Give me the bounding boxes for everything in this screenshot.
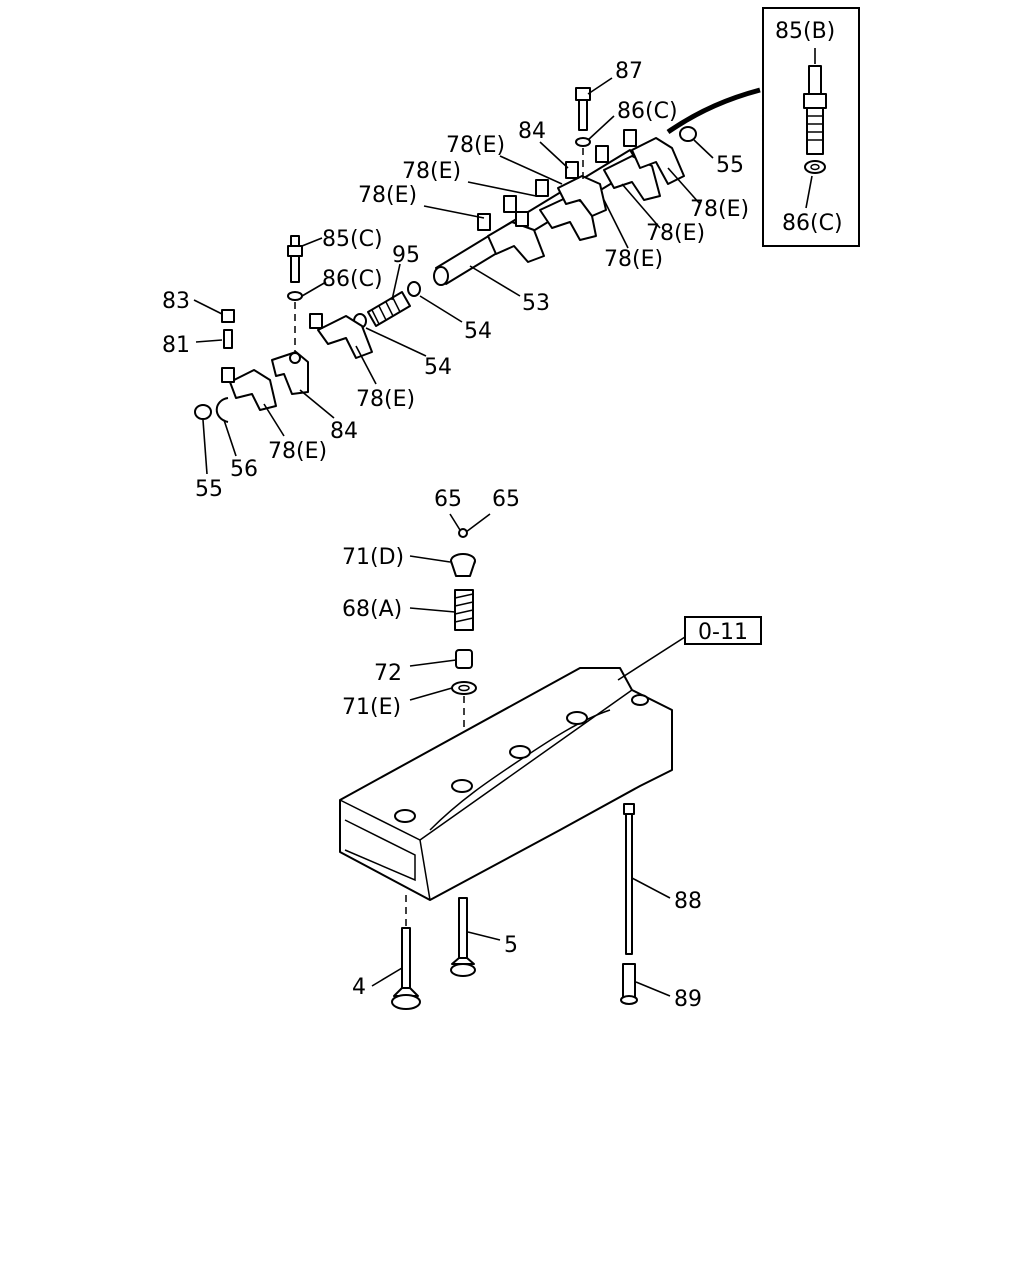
callout-86c-top: 86(C) <box>617 99 678 124</box>
callout-65-b: 65 <box>492 487 520 512</box>
cylinder-head <box>339 636 686 901</box>
inset-label-85b: 85(B) <box>775 19 835 44</box>
reference-box-label: 0-11 <box>698 620 748 645</box>
callout-86c-mid: 86(C) <box>322 267 383 292</box>
lower-parts <box>391 803 638 1010</box>
callout-65-a: 65 <box>434 487 462 512</box>
callout-95: 95 <box>392 243 420 268</box>
inset-label-86c: 86(C) <box>782 211 843 236</box>
callout-78e-b: 78(E) <box>402 159 461 184</box>
callout-55-right: 55 <box>716 153 744 178</box>
callout-78e-h: 78(E) <box>268 439 327 464</box>
leader-lines <box>193 77 714 997</box>
callout-55-left: 55 <box>195 477 223 502</box>
callout-68a: 68(A) <box>342 597 402 622</box>
callout-89: 89 <box>674 987 702 1012</box>
callout-labels: 87 86(C) 78(E) 84 78(E) 78(E) 55 78(E) 7… <box>162 19 843 1012</box>
callout-84-top: 84 <box>518 119 546 144</box>
callout-88: 88 <box>674 889 702 914</box>
callout-78e-f: 78(E) <box>604 247 663 272</box>
callout-54-a: 54 <box>464 319 492 344</box>
callout-78e-c: 78(E) <box>358 183 417 208</box>
callout-78e-e: 78(E) <box>646 221 705 246</box>
valve-spring-stack <box>450 528 477 780</box>
callout-53: 53 <box>522 291 550 316</box>
callout-78e-a: 78(E) <box>446 133 505 158</box>
callout-4: 4 <box>352 975 366 1000</box>
reference-box: 0-11 <box>684 616 762 645</box>
callout-87: 87 <box>615 59 643 84</box>
callout-85c: 85(C) <box>322 227 383 252</box>
callout-56: 56 <box>230 457 258 482</box>
callout-71d: 71(D) <box>342 545 404 570</box>
callout-84-low: 84 <box>330 419 358 444</box>
callout-81: 81 <box>162 333 190 358</box>
callout-72: 72 <box>374 661 402 686</box>
spring-95 <box>367 291 411 327</box>
callout-5: 5 <box>504 933 518 958</box>
callout-83: 83 <box>162 289 190 314</box>
callout-71e: 71(E) <box>342 695 401 720</box>
callout-54-b: 54 <box>424 355 452 380</box>
callout-78e-g: 78(E) <box>356 387 415 412</box>
callout-78e-d: 78(E) <box>690 197 749 222</box>
detail-inset <box>666 7 860 247</box>
